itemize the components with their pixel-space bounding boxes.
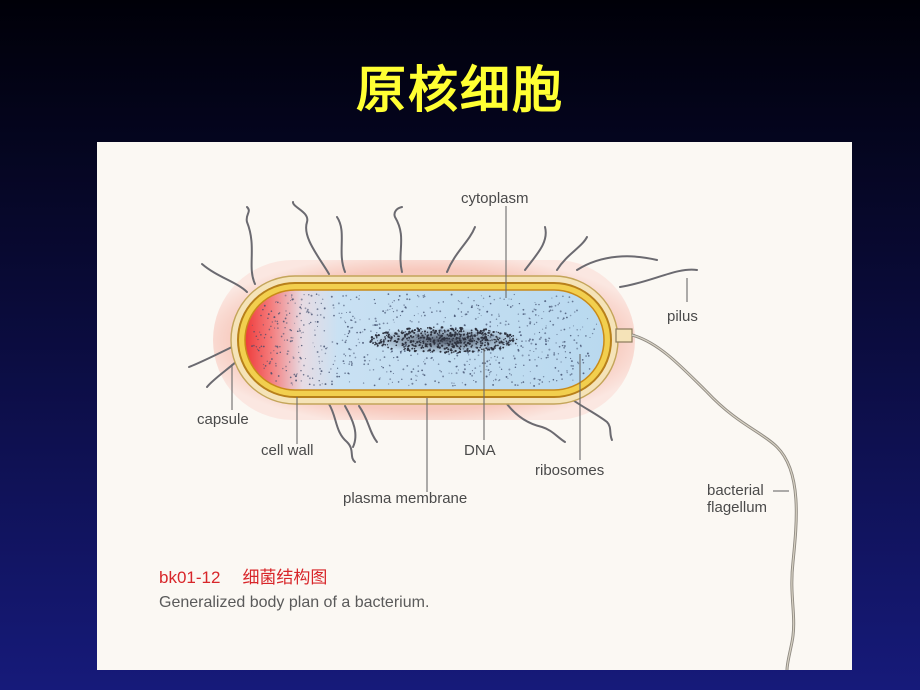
slide-title: 原核细胞 [356,61,564,119]
pilus-8 [556,236,588,271]
pilus-14 [344,405,357,448]
label-capsule: capsule [197,411,249,428]
pilus-2 [245,206,256,285]
caption-code: bk01-12 [159,568,221,587]
label-cell-wall: cell wall [261,442,314,459]
dna-nucleoid [367,326,522,354]
label-ribosomes: ribosomes [535,462,605,479]
label-flagellum-line2: flagellum [707,499,768,517]
figure-caption-description: Generalized body plan of a bacterium. [159,594,430,611]
pilus-15 [358,405,378,443]
pilus-10 [619,268,698,288]
label-dna: DNA [464,442,496,459]
caption-title-cn: 细菌结构图 [242,568,328,587]
figure-caption-id: bk01-12 细菌结构图 [159,563,327,588]
flagellum-hook [615,328,633,343]
label-pilus: pilus [667,308,698,325]
label-bacterial-flagellum: bacterial flagellum [707,482,767,517]
pilus-7 [524,226,547,271]
pilus-6 [446,226,476,273]
pilus-16 [506,403,566,443]
label-plasma-membrane: plasma membrane [343,490,468,507]
pilus-13 [328,403,356,463]
leader-lines [231,206,789,492]
pilus-4 [336,216,346,273]
bacterium-diagram [188,201,798,670]
label-cytoplasm: cytoplasm [461,190,529,207]
pilus-3 [292,201,330,275]
bacterium-figure: cytoplasm pilus capsule cell wall DNA ri… [97,142,852,670]
pilus-5 [393,206,403,273]
pilus-9 [576,255,658,271]
label-flagellum-line1: bacterial [707,482,764,499]
pilus-1 [201,263,248,293]
